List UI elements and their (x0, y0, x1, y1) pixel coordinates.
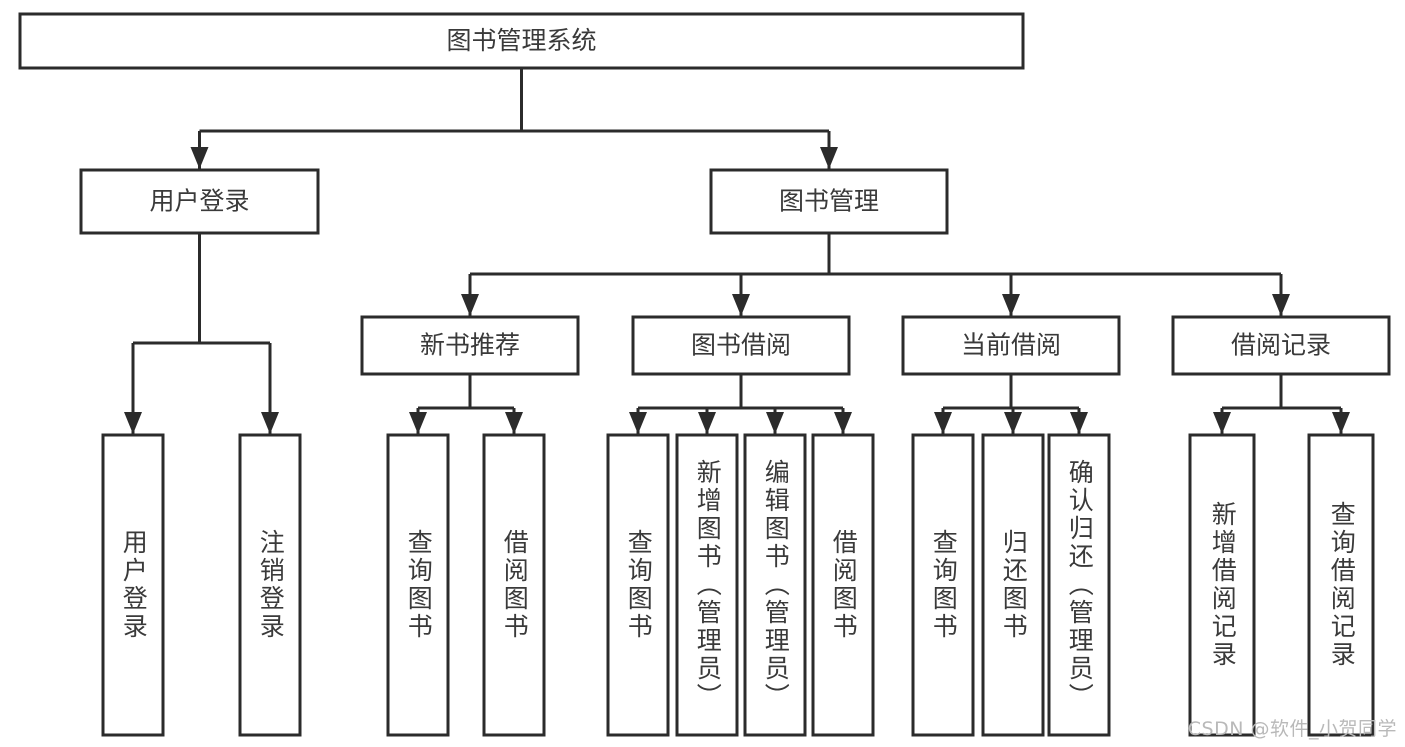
level3-node-1-label: 图书借阅 (691, 331, 791, 360)
login-to-leaves-arrow-1 (261, 412, 279, 434)
current-to-leaves-arrow-1 (1004, 412, 1022, 434)
level3-node-2-box[interactable] (901, 315, 1121, 376)
records-to-leaves-arrow-1 (1332, 412, 1350, 434)
leaf-node-0-box[interactable] (101, 433, 165, 737)
leaf-node-12-box[interactable] (1307, 433, 1375, 737)
level2-node-0-box[interactable] (79, 168, 320, 235)
leaf-node-9-box[interactable] (981, 433, 1045, 737)
books-to-level3-arrow-1 (732, 294, 750, 316)
level3-node-0-label: 新书推荐 (420, 331, 520, 360)
leaf-node-10-box[interactable] (1047, 433, 1111, 737)
newbook-to-leaves-arrow-1 (505, 412, 523, 434)
box-layer (18, 12, 1391, 737)
root-to-level2-arrow-0 (190, 147, 209, 169)
current-to-leaves-arrow-0 (934, 412, 952, 434)
books-to-level3-arrow-2 (1002, 294, 1020, 316)
level3-node-0-box[interactable] (360, 315, 580, 376)
level3-node-2-label: 当前借阅 (961, 331, 1061, 360)
borrow-to-leaves-arrow-3 (834, 412, 852, 434)
login-to-leaves-arrow-0 (124, 412, 142, 434)
leaf-node-7-box[interactable] (811, 433, 875, 737)
leaf-node-8-box[interactable] (911, 433, 975, 737)
newbook-to-leaves-arrow-0 (409, 412, 427, 434)
level3-node-3-label: 借阅记录 (1231, 331, 1331, 360)
root-node-box[interactable] (18, 12, 1025, 70)
leaf-node-11-box[interactable] (1188, 433, 1256, 737)
books-to-level3-arrow-3 (1272, 294, 1290, 316)
connector-layer (124, 68, 1350, 434)
leaf-node-2-box[interactable] (386, 433, 450, 737)
leaf-node-1-box[interactable] (238, 433, 302, 737)
root-to-level2-arrow-1 (820, 147, 838, 169)
leaf-node-3-box[interactable] (482, 433, 546, 737)
leaf-node-5-box[interactable] (675, 433, 739, 737)
level3-node-1-box[interactable] (631, 315, 851, 376)
current-to-leaves-arrow-2 (1070, 412, 1088, 434)
level2-node-0-label: 用户登录 (149, 187, 249, 216)
root-node-label: 图书管理系统 (446, 26, 596, 55)
watermark-text: CSDN @软件_小贺同学 (1187, 718, 1397, 740)
borrow-to-leaves-arrow-2 (766, 412, 784, 434)
borrow-to-leaves-arrow-1 (698, 412, 716, 434)
level2-node-1-label: 图书管理 (779, 187, 879, 216)
level2-node-1-box[interactable] (709, 168, 949, 235)
leaf-node-6-box[interactable] (743, 433, 807, 737)
leaf-node-4-box[interactable] (606, 433, 670, 737)
level3-node-3-box[interactable] (1171, 315, 1391, 376)
books-to-level3-arrow-0 (461, 294, 479, 316)
records-to-leaves-arrow-0 (1213, 412, 1231, 434)
borrow-to-leaves-arrow-0 (629, 412, 647, 434)
